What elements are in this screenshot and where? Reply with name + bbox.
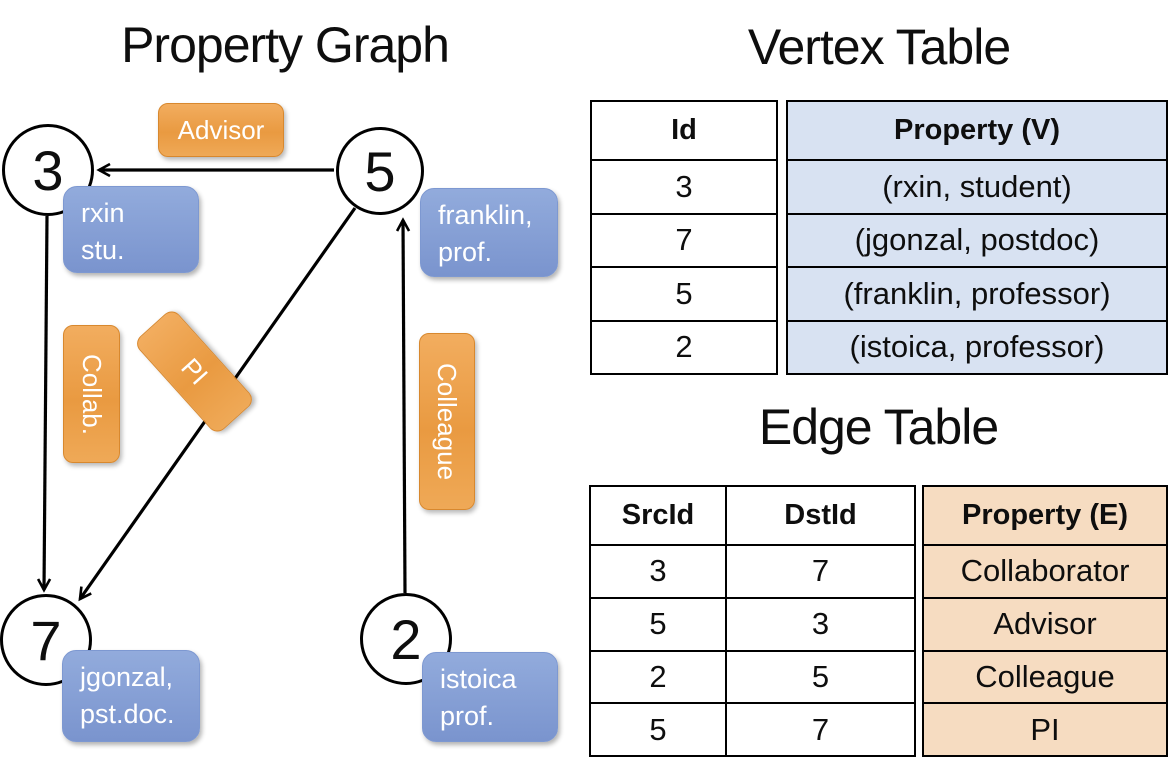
edge-label-colleague: Colleague bbox=[419, 333, 475, 510]
property-line: stu. bbox=[81, 235, 125, 265]
table-cell: 3 bbox=[592, 159, 776, 213]
column-header-property-e: Property (E) bbox=[924, 487, 1166, 544]
vertex-table-property-column: Property (V) (rxin, student) (jgonzal, p… bbox=[786, 100, 1168, 375]
table-cell: 5 bbox=[591, 702, 725, 755]
edge-label-text: Advisor bbox=[177, 114, 265, 145]
table-cell: 5 bbox=[725, 649, 914, 703]
table-cell: 3 bbox=[725, 596, 914, 650]
vertex-property-box-2: istoica prof. bbox=[422, 652, 558, 742]
vertex-node-7: 7 bbox=[0, 594, 92, 686]
table-cell: 2 bbox=[592, 319, 776, 374]
vertex-id-label: 2 bbox=[390, 607, 422, 671]
vertex-property-box-7: jgonzal, pst.doc. bbox=[62, 650, 200, 742]
vertex-property-box-3: rxin stu. bbox=[63, 186, 199, 273]
table-cell: 7 bbox=[725, 702, 914, 755]
property-line: rxin bbox=[81, 198, 125, 228]
vertex-node-5: 5 bbox=[336, 127, 424, 215]
property-line: prof. bbox=[438, 237, 493, 267]
table-cell: (rxin, student) bbox=[788, 159, 1166, 213]
table-cell: 5 bbox=[591, 596, 725, 650]
table-cell: Collaborator bbox=[924, 544, 1166, 597]
table-cell: 7 bbox=[725, 544, 914, 597]
vertex-table: Id 3 7 5 2 Property (V) (rxin, student) … bbox=[590, 100, 1168, 375]
property-line: prof. bbox=[440, 701, 495, 731]
table-cell: PI bbox=[924, 702, 1166, 755]
table-cell: Colleague bbox=[924, 649, 1166, 703]
vertex-table-id-column: Id 3 7 5 2 bbox=[590, 100, 778, 375]
table-cell: 7 bbox=[592, 212, 776, 267]
table-cell: (franklin, professor) bbox=[788, 266, 1166, 320]
edge-table-property-column: Property (E) Collaborator Advisor Collea… bbox=[922, 485, 1168, 757]
edge-table: SrcId DstId 3 7 5 3 2 5 5 7 Property (E)… bbox=[589, 485, 1168, 757]
edge-arrow-3-to-7-collab bbox=[36, 215, 52, 593]
vertex-property-box-5: franklin, prof. bbox=[420, 188, 558, 277]
column-header-dstid: DstId bbox=[725, 487, 914, 544]
vertex-table-title: Vertex Table bbox=[747, 19, 1011, 75]
edge-label-advisor: Advisor bbox=[158, 103, 284, 157]
table-cell: Advisor bbox=[924, 596, 1166, 650]
column-header-id: Id bbox=[671, 114, 697, 146]
table-cell: 2 bbox=[591, 649, 725, 703]
edge-label-text: PI bbox=[175, 352, 215, 391]
vertex-id-label: 5 bbox=[364, 139, 396, 203]
property-line: istoica bbox=[440, 664, 517, 694]
edge-table-id-columns: SrcId DstId 3 7 5 3 2 5 5 7 bbox=[589, 485, 916, 757]
table-cell: 5 bbox=[592, 266, 776, 320]
edge-label-text: Collab. bbox=[77, 353, 107, 435]
table-cell: 3 bbox=[591, 544, 725, 597]
column-header-property-v: Property (V) bbox=[788, 102, 1166, 159]
property-line: pst.doc. bbox=[80, 699, 175, 729]
property-line: franklin, bbox=[438, 200, 533, 230]
edge-label-collab: Collab. bbox=[63, 325, 120, 463]
table-cell: (jgonzal, postdoc) bbox=[788, 212, 1166, 266]
property-graph-title: Property Graph bbox=[121, 17, 450, 73]
property-line: jgonzal, bbox=[80, 662, 174, 692]
column-header-srcid: SrcId bbox=[621, 499, 695, 531]
vertex-id-label: 7 bbox=[30, 608, 62, 672]
table-cell: (istoica, professor) bbox=[788, 319, 1166, 373]
edge-label-text: Colleague bbox=[432, 362, 463, 481]
vertex-id-label: 3 bbox=[32, 138, 64, 202]
edge-table-title: Edge Table bbox=[758, 399, 999, 455]
edge-arrow-2-to-5-colleague bbox=[395, 217, 411, 594]
